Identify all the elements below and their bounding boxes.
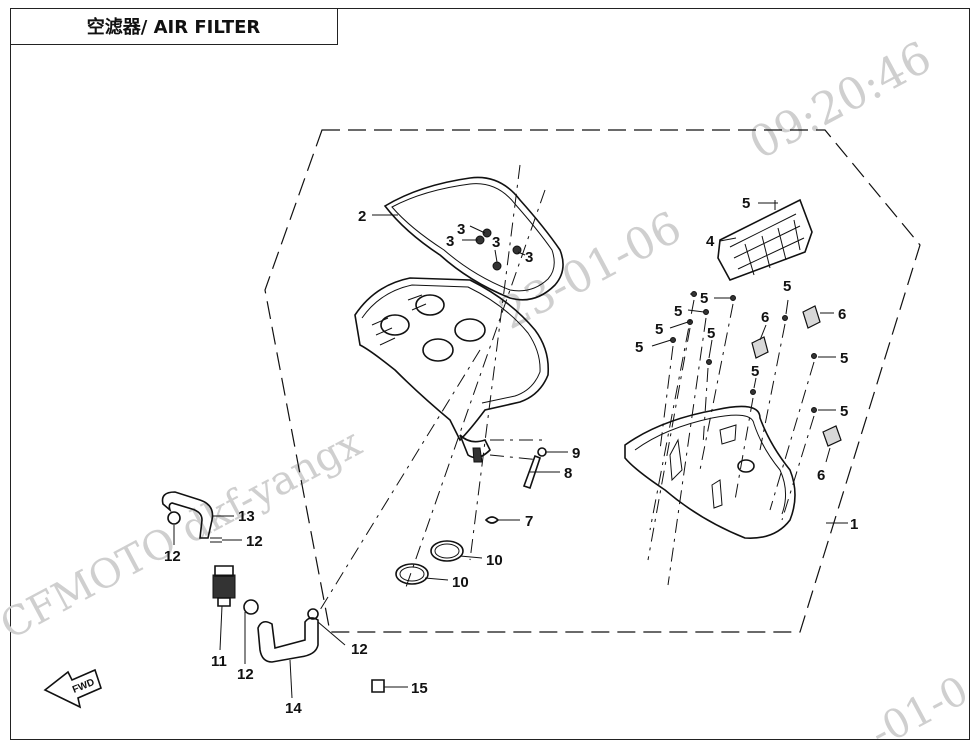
callout-6: 6 [838,306,846,323]
filter-element-part-4 [717,198,813,281]
drain-parts [484,447,547,524]
page-title: 空滤器/ AIR FILTER [86,17,261,38]
callout-8: 8 [564,465,572,482]
callout-10: 10 [486,552,503,569]
callout-3: 3 [446,233,454,250]
callout-5: 5 [700,290,708,307]
leader-lines [173,202,848,699]
callout-11: 11 [211,653,227,670]
callout-3: 3 [525,249,533,266]
callout-12: 12 [246,533,263,550]
cover-part-1 [624,405,796,539]
callout-7: 7 [525,513,533,530]
hose-part-14 [257,617,319,663]
hose-part-13 [161,491,214,539]
callout-12: 12 [351,641,368,658]
callout-4: 4 [706,233,715,250]
assembly-outline [264,129,921,633]
callout-3: 3 [457,221,465,238]
clamps-part-10 [395,540,464,585]
clips-part-12 [167,511,319,620]
callout-5: 5 [840,403,848,420]
watermark-user: CFMOTO dkf-yangx [0,420,370,649]
callout-9: 9 [572,445,580,462]
alignment-lines [319,164,815,611]
callout-5: 5 [751,363,759,380]
valve-part-11 [212,565,236,607]
callout-5: 5 [783,278,791,295]
callout-3: 3 [492,234,500,251]
callout-5: 5 [707,325,715,342]
callout-5: 5 [635,339,643,356]
drawing-frame [10,8,970,740]
callout-5: 5 [840,350,848,367]
callout-12: 12 [164,548,181,565]
callout-10: 10 [452,574,469,591]
callout-14: 14 [285,700,302,717]
airbox-lower-housing [354,277,550,463]
callout-6: 6 [761,309,769,326]
gasket-part-2 [383,176,564,301]
callout-5: 5 [742,195,750,212]
callout-12: 12 [237,666,254,683]
callout-5: 5 [655,321,663,338]
callout-6: 6 [817,467,825,484]
watermark-corner-date: -01-0 [863,668,976,748]
callout-5: 5 [674,303,682,320]
fwd-label: FWD [71,677,96,696]
callout-1: 1 [850,516,858,533]
title-box: 空滤器/ AIR FILTER [10,8,338,45]
fwd-arrow-icon: FWD [43,668,102,709]
grommet-part-15 [371,679,385,693]
watermark-date: 23-01-06 [491,202,690,340]
gasket-inner-edge [391,183,555,292]
callout-15: 15 [411,680,428,697]
callout-2: 2 [358,208,366,225]
callout-13: 13 [238,508,255,525]
